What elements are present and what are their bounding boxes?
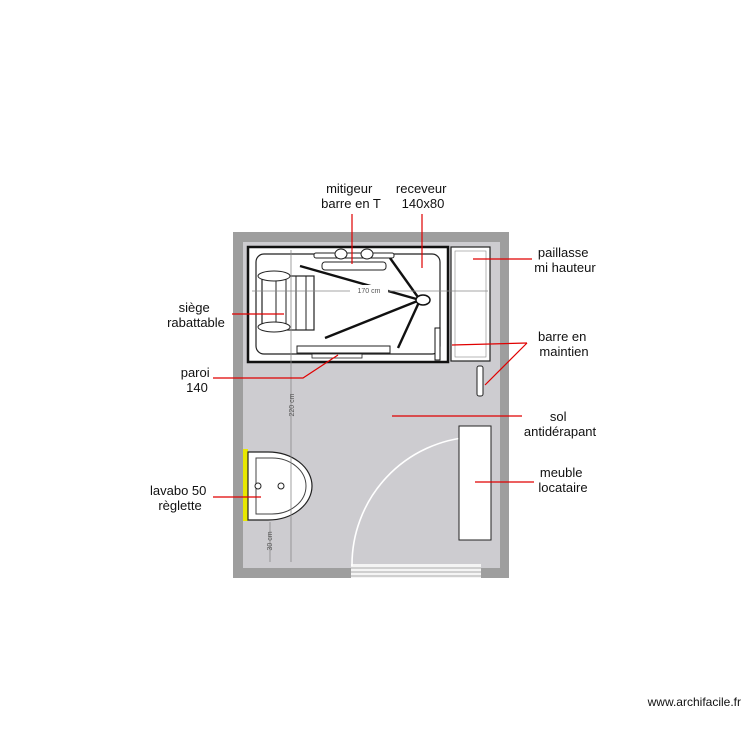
tenant-cabinet (458, 425, 492, 541)
label-sol: sol antidérapant (524, 409, 597, 439)
mixer-tap (313, 248, 395, 271)
leader-lines (213, 214, 534, 498)
worktop (450, 246, 491, 362)
drain-icon (415, 294, 431, 306)
label-mitigeur: mitigeur barre en T (321, 181, 381, 211)
wash-basin (247, 451, 313, 521)
wall-grab-bar (476, 365, 484, 397)
shower-screen (296, 345, 391, 354)
label-barre: barre en maintien (538, 329, 590, 359)
folding-seat (257, 270, 315, 333)
label-siege: siège rabattable (167, 300, 225, 330)
label-receveur: receveur 140x80 (396, 181, 450, 211)
dimension-length: 220 cm (289, 250, 296, 562)
door-swing-arc (351, 436, 473, 567)
dimension-basin-label: 30 cm (267, 531, 274, 550)
label-lavabo: lavabo 50 règlette (150, 483, 210, 513)
basin-regle (243, 449, 248, 521)
label-meuble: meuble locataire (538, 465, 587, 495)
credit-link[interactable]: www.archifacile.fr (647, 695, 741, 709)
shower-grab-bar (434, 327, 441, 361)
label-paroi: paroi 140 (181, 365, 214, 395)
label-paillasse: paillasse mi hauteur (534, 245, 596, 275)
dimension-width-label: 170 cm (358, 288, 381, 295)
dimension-basin-offset: 30 cm (267, 522, 274, 562)
dimension-length-label: 220 cm (289, 393, 296, 416)
